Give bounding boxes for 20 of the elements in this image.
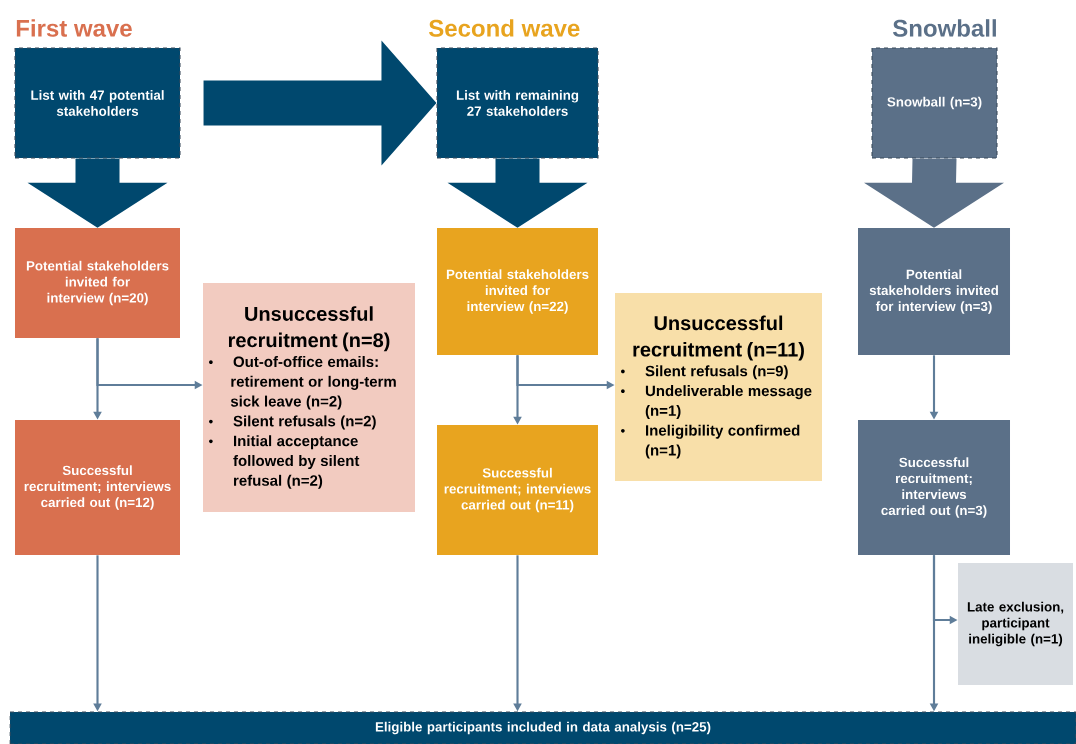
note-box: Unsuccessful recruitment (n=11) Silent refusals (n=9) Undeliverable message (n=1) Ineligibility confirmed (n=1): [615, 293, 822, 481]
process-box: Successful recruitment; interviews carried out (n=11): [437, 425, 598, 555]
block-arrow: [27, 158, 168, 228]
process-box: Potential stakeholders invited for interview (n=3): [858, 228, 1010, 355]
note-box: Unsuccessful recruitment (n=8) Out-of-office emails: retirement or long-term sick leave (n=2) Silent refusals (n=2) Initial acceptance followed by silent refusal (n=2): [203, 283, 415, 512]
process-box: Potential stakeholders invited for interview (n=20): [15, 228, 180, 338]
column-heading: Second wave: [428, 19, 580, 37]
result-box: Eligible participants included in data analysis (n=25): [9, 711, 1076, 744]
list-box: List with 47 potential stakeholders: [14, 47, 181, 159]
list-box: List with remaining 27 stakeholders: [436, 47, 599, 159]
list-box: Snowball (n=3): [871, 47, 998, 159]
process-box: Successful recruitment; interviews carried out (n=12): [15, 420, 180, 555]
block-arrow: [203, 40, 437, 166]
process-box: Potential stakeholders invited for interview (n=22): [437, 228, 598, 355]
note-box: Late exclusion, participant ineligible (n=1): [958, 563, 1073, 685]
block-arrow: [864, 158, 1004, 228]
column-heading: Snowball: [892, 19, 996, 37]
process-box: Successful recruitment; interviews carried out (n=3): [858, 420, 1010, 555]
block-arrow: [447, 158, 588, 228]
column-heading: First wave: [16, 19, 132, 37]
